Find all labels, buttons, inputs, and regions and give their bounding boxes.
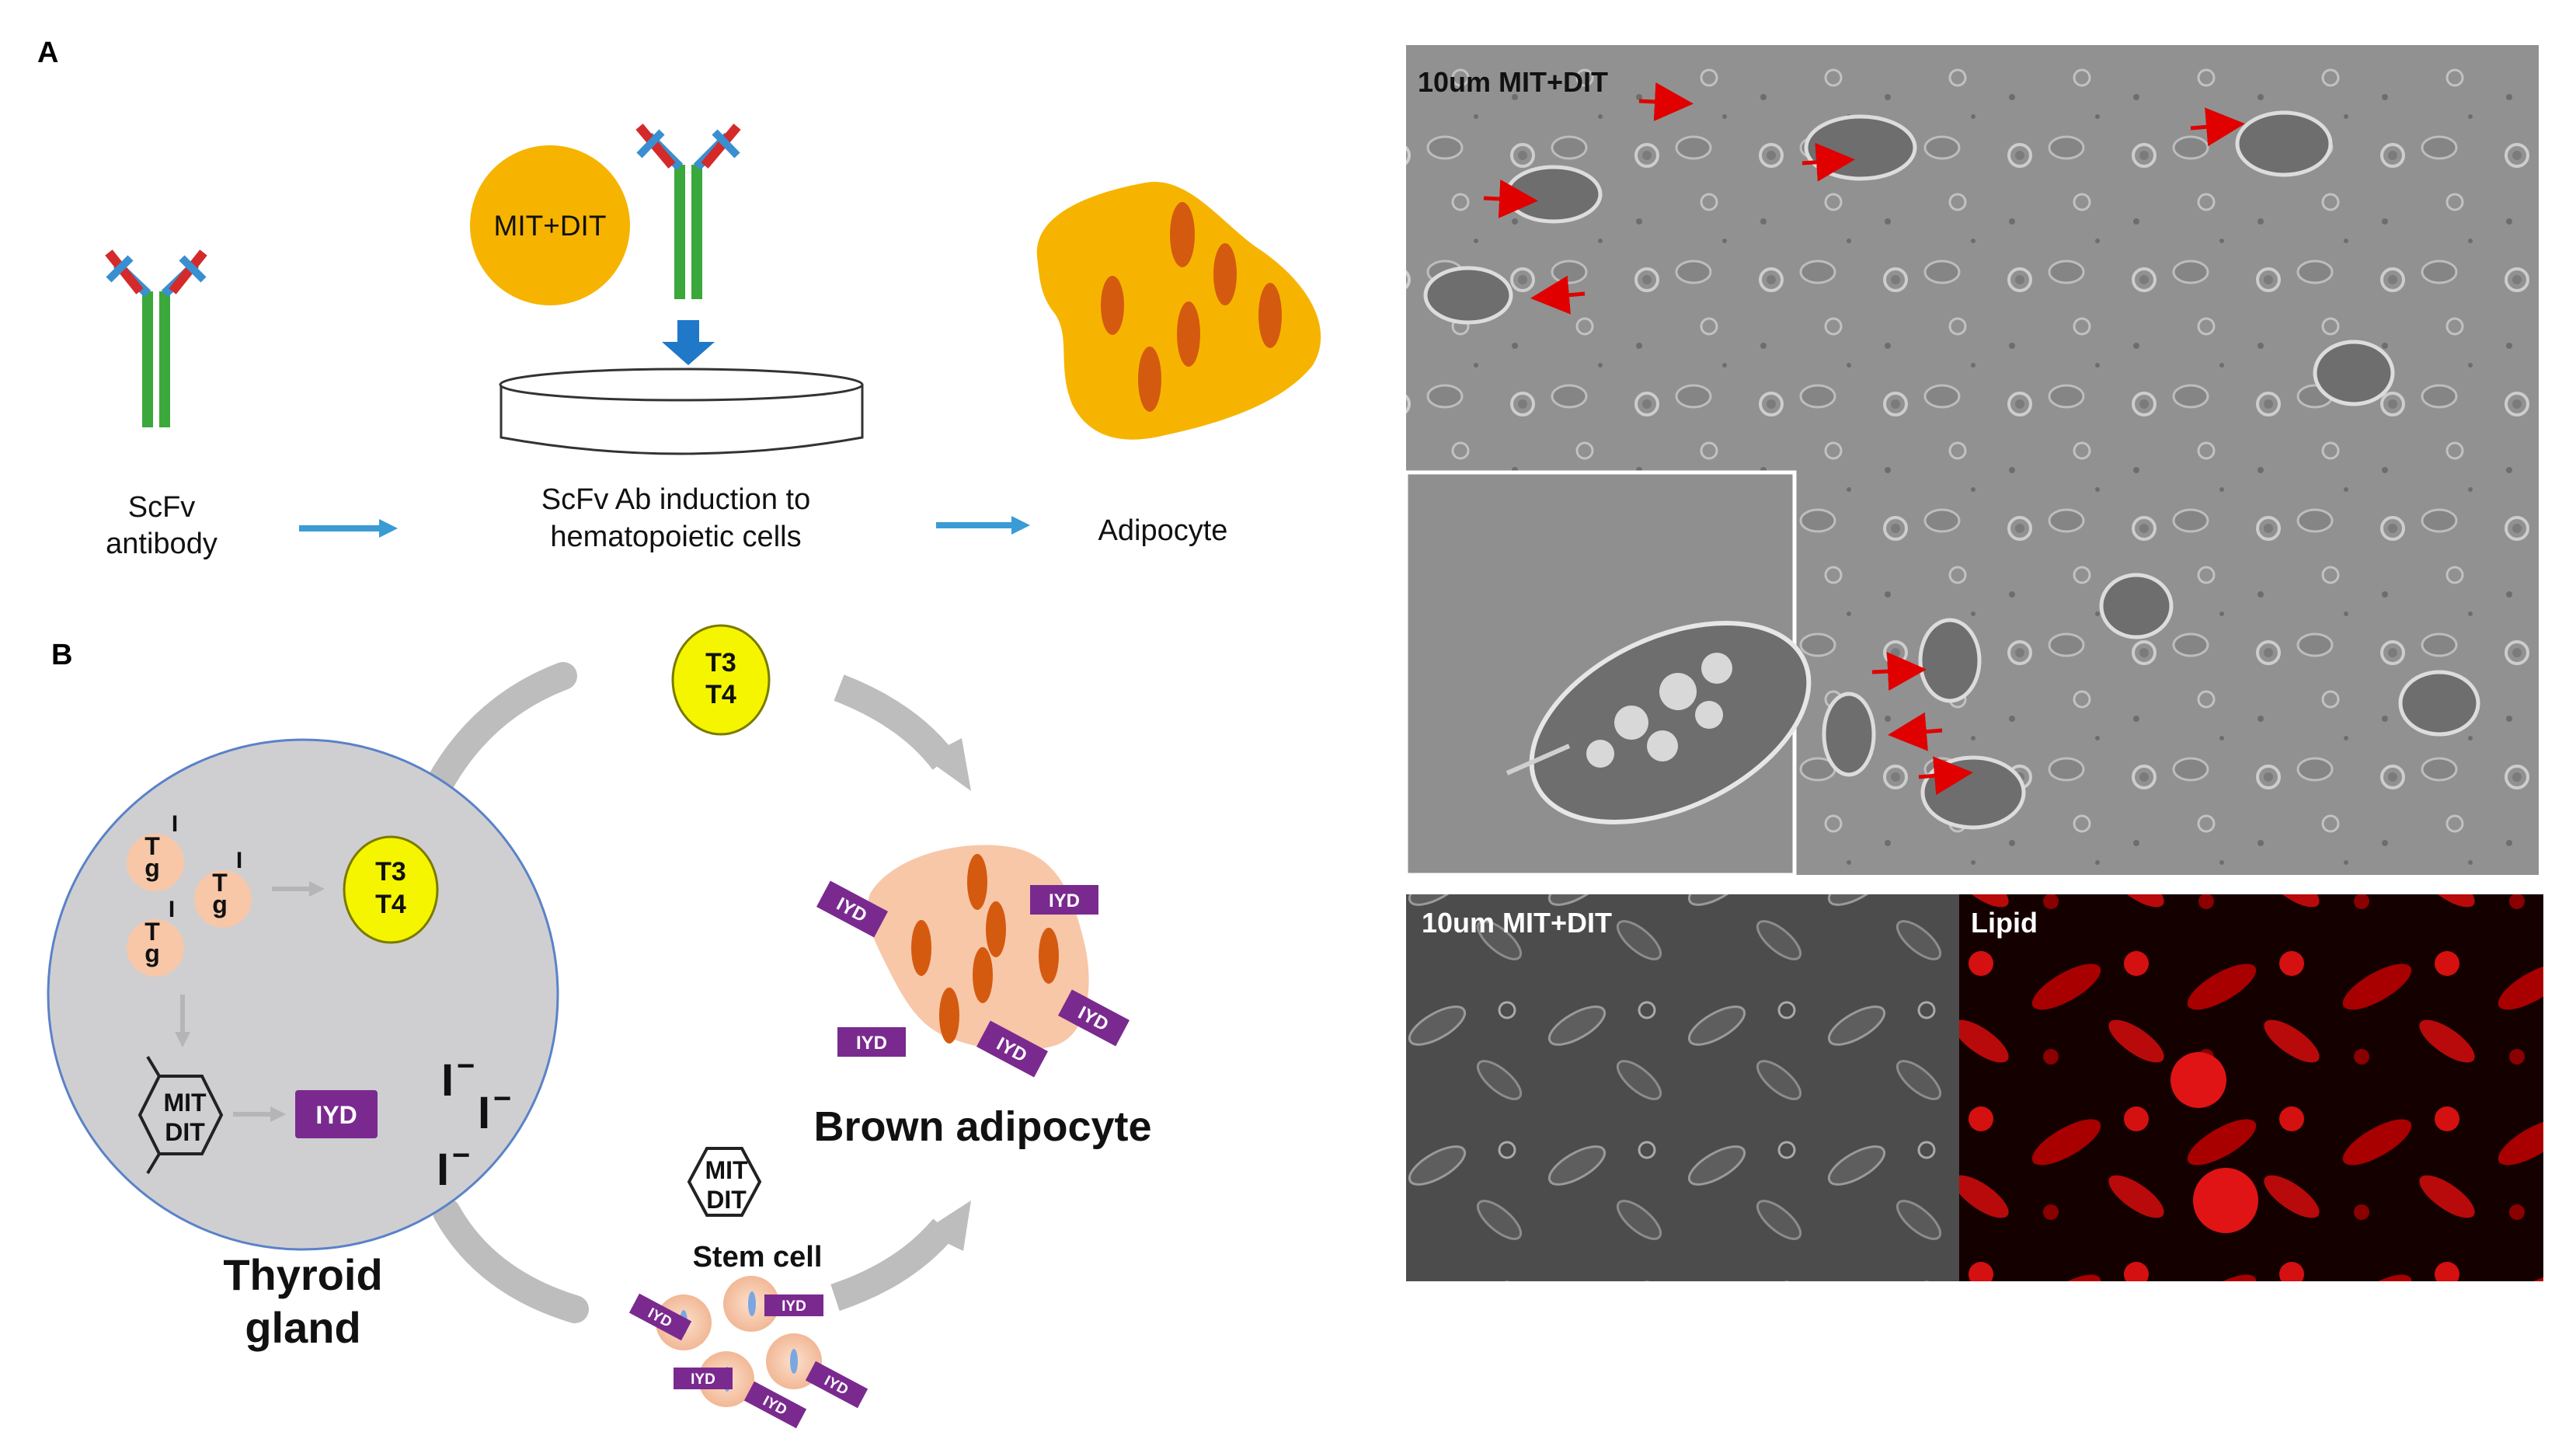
scfv-label-line2: antibody	[106, 528, 218, 560]
iyd-tag-stem-3: IYD	[674, 1368, 733, 1389]
micrograph-bottom-left	[1406, 894, 1959, 1281]
svg-text:I: I	[441, 1055, 454, 1106]
micrograph-inset	[1404, 470, 1812, 877]
svg-text:T: T	[144, 918, 160, 946]
thyroid-label-line1: Thyroid	[223, 1250, 382, 1299]
svg-text:MIT: MIT	[705, 1156, 748, 1184]
curved-arrow-bottom-right	[830, 1200, 971, 1312]
svg-text:IYD: IYD	[691, 1371, 715, 1388]
svg-text:g: g	[144, 854, 160, 882]
svg-text:IYD: IYD	[856, 1033, 887, 1054]
scfv-antibody-2-icon	[635, 124, 741, 299]
svg-text:I: I	[478, 1088, 490, 1138]
arrow-tg-to-t3t4	[272, 881, 325, 897]
arrow-right-icon	[299, 519, 398, 538]
iyd-tag-4: IYD	[837, 1027, 906, 1057]
svg-text:T: T	[212, 869, 228, 897]
t3-t4-top-circle: T3 T4	[671, 624, 771, 736]
svg-text:I: I	[236, 848, 242, 873]
svg-text:IYD: IYD	[782, 1298, 806, 1315]
adipocyte-blob	[1036, 181, 1321, 440]
svg-text:T: T	[144, 832, 160, 860]
arrow-tg-to-mitdit	[175, 995, 190, 1047]
svg-text:−: −	[493, 1082, 511, 1116]
svg-text:I: I	[437, 1145, 449, 1195]
svg-text:T3: T3	[375, 857, 406, 887]
iyd-tag-2: IYD	[1030, 885, 1098, 915]
curved-arrow-bottom-left	[433, 1198, 589, 1323]
brown-adipocyte-label: Brown adipocyte	[813, 1103, 1151, 1150]
induction-label-line1: ScFv Ab induction to	[541, 483, 810, 516]
svg-text:DIT: DIT	[165, 1118, 205, 1146]
svg-text:T4: T4	[705, 680, 736, 709]
svg-text:DIT: DIT	[706, 1186, 747, 1214]
iodide-ion-1: I −	[441, 1049, 475, 1106]
tg-molecule-1: T g I	[127, 811, 184, 891]
micrograph-bottom-left-label: 10um MIT+DIT	[1422, 907, 1612, 939]
tg-molecule-2: T g I	[194, 848, 252, 928]
panel-a-label: A	[37, 37, 58, 69]
stem-cell-label: Stem cell	[693, 1241, 823, 1274]
mitdit-hexagon-icon: MIT DIT	[138, 1055, 224, 1175]
svg-text:−: −	[457, 1049, 475, 1083]
thyroid-gland-circle	[47, 738, 559, 1251]
curved-arrow-top-right	[834, 674, 971, 791]
culture-dish-icon	[499, 368, 864, 455]
svg-text:−: −	[452, 1138, 470, 1173]
curved-arrow-top-left	[425, 662, 577, 799]
iyd-tag-stem-4: IYD	[805, 1361, 869, 1409]
iyd-tag-3: IYD	[1057, 989, 1130, 1047]
panel-b-label: B	[51, 639, 72, 671]
iodide-ion-3: I −	[437, 1138, 470, 1195]
adipocyte-label: Adipocyte	[1098, 514, 1228, 547]
mitdit-circle: MIT+DIT	[470, 145, 630, 305]
brown-adipocyte-blob	[867, 845, 1089, 1051]
iodide-ion-2: I −	[478, 1082, 511, 1138]
mitdit-hexagon-bottom-icon: MIT DIT	[687, 1147, 762, 1217]
micrograph-top-label: 10um MIT+DIT	[1418, 66, 1608, 98]
iyd-box: IYD	[295, 1090, 378, 1138]
svg-text:MIT: MIT	[163, 1089, 207, 1117]
svg-text:T3: T3	[705, 648, 736, 678]
scfv-label-line1: ScFv	[128, 491, 196, 524]
arrow-mitdit-to-iyd	[233, 1106, 286, 1122]
mitdit-label: MIT+DIT	[494, 210, 607, 242]
arrow-right-icon-2	[936, 516, 1030, 535]
iyd-tag-stem-2: IYD	[764, 1294, 823, 1316]
svg-text:I: I	[172, 811, 178, 837]
thyroid-label-line2: gland	[245, 1303, 360, 1352]
svg-text:I: I	[169, 897, 175, 922]
scfv-antibody-icon	[105, 249, 207, 427]
svg-text:T4: T4	[375, 890, 406, 919]
svg-text:g: g	[212, 890, 228, 918]
micrograph-bottom-right	[1959, 894, 2543, 1281]
svg-text:g: g	[144, 939, 160, 967]
t3-t4-inner-circle: T3 T4	[343, 835, 439, 944]
tg-molecule-3: T g I	[127, 897, 184, 977]
induction-label-line2: hematopoietic cells	[550, 521, 801, 553]
svg-text:IYD: IYD	[315, 1101, 357, 1129]
micrograph-bottom-right-label: Lipid	[1971, 907, 2038, 939]
arrow-down-icon	[662, 320, 715, 365]
svg-text:IYD: IYD	[1049, 890, 1080, 911]
